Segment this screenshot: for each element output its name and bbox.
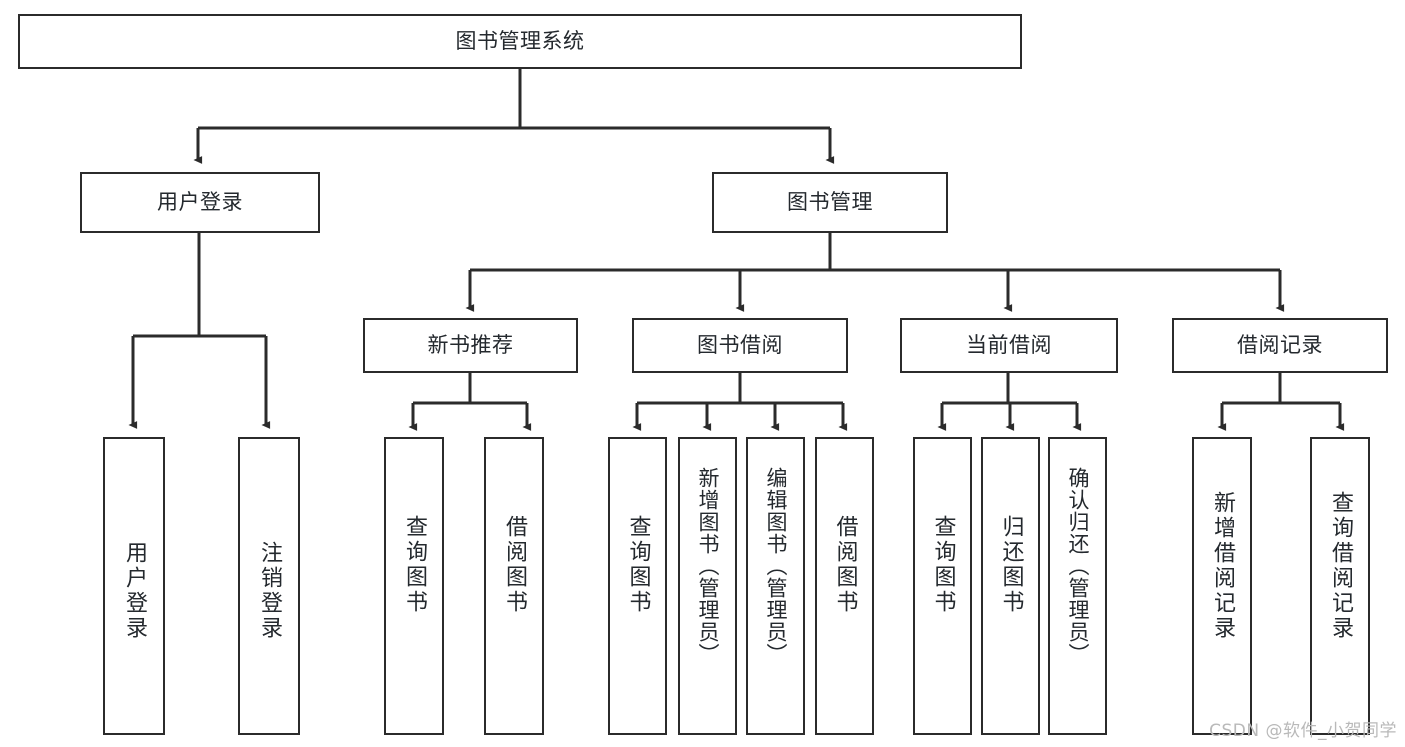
leaf-query-record-label: 查询借阅记录 [1328, 491, 1353, 641]
leaf-query-book-3-label: 查询图书 [930, 515, 956, 615]
leaf-return-book[interactable]: 归还图书 [981, 437, 1040, 735]
leaf-query-book-3[interactable]: 查询图书 [913, 437, 972, 735]
leaf-edit-book[interactable]: 编辑图书（管理员） [746, 437, 805, 735]
leaf-query-book-2-label: 查询图书 [625, 515, 651, 615]
node-user-login[interactable]: 用户登录 [80, 172, 320, 233]
node-user-login-label: 用户登录 [157, 190, 243, 215]
csdn-watermark: CSDN @软件_小贺同学 [1209, 721, 1397, 741]
node-borrow-record-label: 借阅记录 [1237, 333, 1323, 358]
node-new-book-recommend[interactable]: 新书推荐 [363, 318, 578, 373]
node-book-manage-label: 图书管理 [787, 190, 873, 215]
node-borrow-record[interactable]: 借阅记录 [1172, 318, 1388, 373]
node-current-borrow-label: 当前借阅 [966, 333, 1052, 358]
leaf-query-book-1-label: 查询图书 [402, 515, 427, 615]
node-new-book-recommend-label: 新书推荐 [427, 333, 514, 358]
leaf-borrow-book-1[interactable]: 借阅图书 [484, 437, 544, 735]
leaf-user-login-label: 用户登录 [122, 541, 147, 641]
node-book-manage[interactable]: 图书管理 [712, 172, 948, 233]
node-book-borrow[interactable]: 图书借阅 [632, 318, 848, 373]
leaf-query-book-2[interactable]: 查询图书 [608, 437, 667, 735]
leaf-logout-login[interactable]: 注销登录 [238, 437, 300, 735]
leaf-query-book-1[interactable]: 查询图书 [384, 437, 444, 735]
leaf-logout-login-label: 注销登录 [257, 541, 282, 641]
leaf-query-record[interactable]: 查询借阅记录 [1310, 437, 1370, 735]
leaf-edit-book-label: 编辑图书（管理员） [764, 467, 788, 665]
node-root-system[interactable]: 图书管理系统 [18, 14, 1022, 69]
leaf-borrow-book-1-label: 借阅图书 [502, 515, 527, 615]
leaf-user-login[interactable]: 用户登录 [103, 437, 165, 735]
leaf-add-book-label: 新增图书（管理员） [696, 467, 720, 665]
leaf-add-record[interactable]: 新增借阅记录 [1192, 437, 1252, 735]
leaf-confirm-return[interactable]: 确认归还（管理员） [1048, 437, 1107, 735]
node-book-borrow-label: 图书借阅 [697, 333, 783, 358]
node-current-borrow[interactable]: 当前借阅 [900, 318, 1118, 373]
leaf-borrow-book-2[interactable]: 借阅图书 [815, 437, 874, 735]
leaf-borrow-book-2-label: 借阅图书 [832, 515, 858, 615]
leaf-return-book-label: 归还图书 [998, 515, 1024, 615]
leaf-add-book[interactable]: 新增图书（管理员） [678, 437, 737, 735]
node-root-system-label: 图书管理系统 [455, 29, 585, 54]
leaf-add-record-label: 新增借阅记录 [1210, 491, 1235, 641]
leaf-confirm-return-label: 确认归还（管理员） [1066, 467, 1090, 665]
